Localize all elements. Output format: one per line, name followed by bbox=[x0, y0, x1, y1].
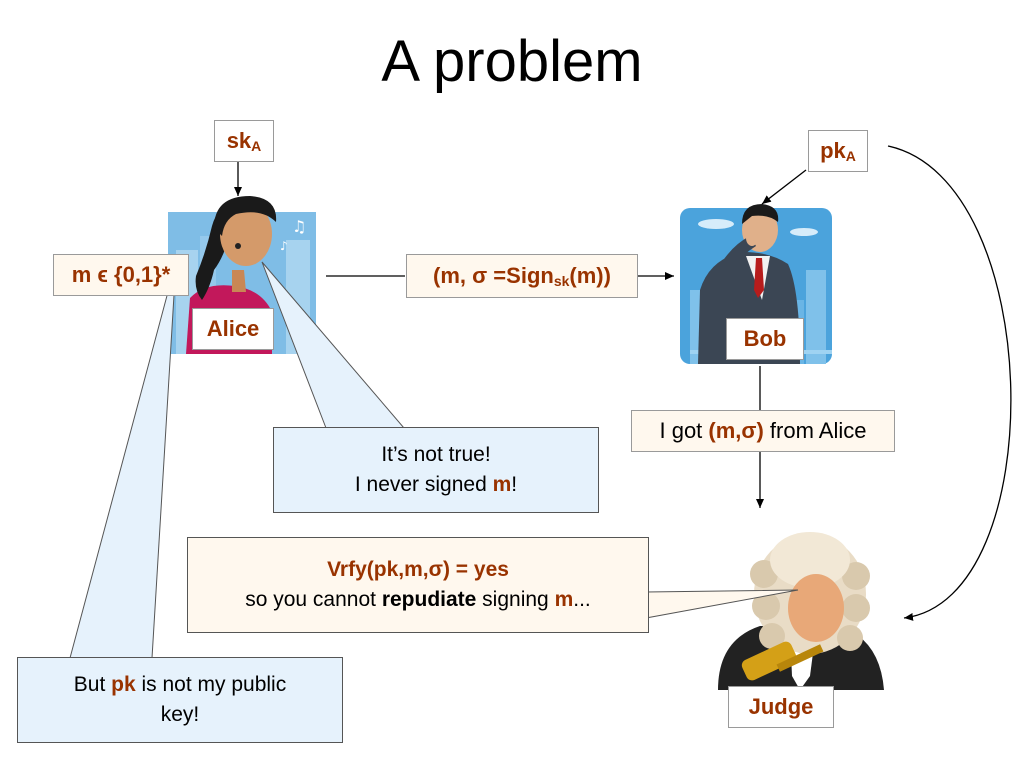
judge-verdict-line1: Vrfy(pk,m,σ) = yes bbox=[327, 558, 509, 581]
bob-name-tag: Bob bbox=[726, 318, 804, 360]
alice-objection-bubble: But pk is not my public key! bbox=[17, 657, 343, 743]
alice-denial-prefix: I never signed bbox=[354, 473, 493, 496]
alice-denial-suffix: ! bbox=[511, 473, 518, 496]
alice-denial-line1: It’s not true! bbox=[381, 443, 491, 466]
alice-objection-line1: But pk is not my public bbox=[74, 670, 286, 700]
bob-claim-highlight: (m,σ) bbox=[708, 418, 764, 443]
judge-verdict-highlight: m bbox=[554, 588, 574, 611]
key-subscript: A bbox=[251, 138, 262, 154]
alice-denial-bubble: It’s not true! I never signed m! bbox=[273, 427, 599, 513]
judge-verdict-suffix: ... bbox=[573, 588, 591, 611]
judge-name-tag: Judge bbox=[728, 686, 834, 728]
judge-verdict-bubble: Vrfy(pk,m,σ) = yes so you cannot repudia… bbox=[187, 537, 649, 633]
bob-claim-suffix: from Alice bbox=[763, 418, 867, 443]
bob-claim-prefix: I got bbox=[659, 418, 709, 443]
alice-objection-highlight: pk bbox=[111, 673, 136, 696]
judge-verdict-line2: so you cannot repudiate signing m... bbox=[245, 585, 591, 615]
signed-message-close: (m)) bbox=[569, 263, 611, 288]
alice-denial-highlight: m bbox=[492, 473, 512, 496]
signed-message-open: (m, σ =Sign bbox=[433, 263, 554, 288]
signed-message-sub: sk bbox=[553, 273, 570, 289]
alice-name-tag: Alice bbox=[192, 308, 274, 350]
alice-denial-line2: I never signed m! bbox=[355, 470, 517, 500]
key-name: sk bbox=[226, 128, 252, 153]
judge-verdict-prefix: so you cannot bbox=[245, 588, 382, 611]
alice-objection-suffix: is not my public bbox=[135, 673, 287, 696]
slide-title: A problem bbox=[381, 29, 643, 94]
judge-picture bbox=[718, 532, 884, 690]
svg-text:♫: ♫ bbox=[292, 217, 306, 236]
judge-verdict-middle: signing bbox=[476, 588, 555, 611]
judge-verdict-bold: repudiate bbox=[381, 588, 477, 611]
alice-objection-line2: key! bbox=[160, 703, 200, 726]
svg-text:♪: ♪ bbox=[280, 239, 288, 253]
alice-picture: ♫ ♪ bbox=[168, 196, 316, 354]
alice-objection-prefix: But bbox=[73, 673, 112, 696]
key-subscript: A bbox=[845, 148, 856, 164]
key-name: pk bbox=[820, 138, 846, 163]
bob-claim-box: I got (m,σ) from Alice bbox=[631, 410, 895, 452]
message-space-label: m ϵ {0,1}* bbox=[53, 254, 189, 296]
